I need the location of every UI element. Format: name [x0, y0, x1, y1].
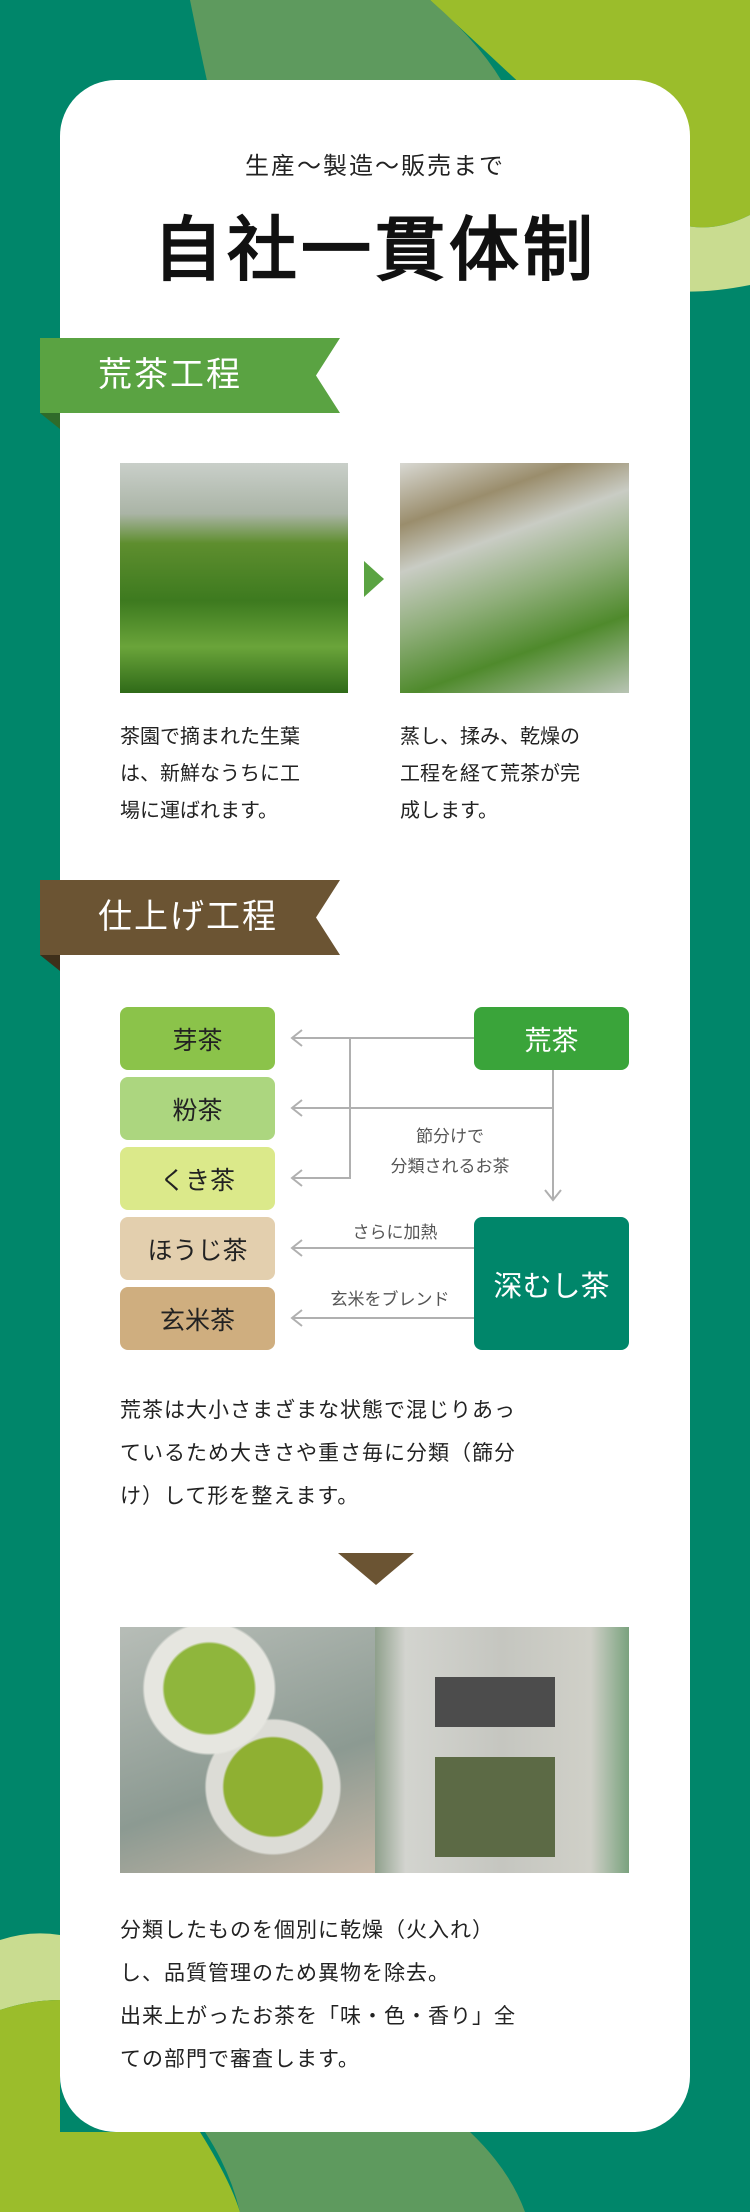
label-sorting-1: 節分けで — [416, 1127, 484, 1147]
product-hojicha: ほうじ茶 — [120, 1217, 275, 1280]
source-aracha: 荒茶 — [474, 1007, 629, 1070]
text-line: ての部門で審査します。 — [120, 2047, 360, 2071]
label-heat: さらに加熱 — [352, 1223, 438, 1243]
label-sorting-2: 分類されるお茶 — [390, 1157, 510, 1177]
label-sorting: 節分けで 分類されるお茶 — [360, 1122, 540, 1182]
label-blend: 玄米をブレンド — [330, 1290, 450, 1310]
text-line: 分類したものを個別に乾燥（火入れ） — [120, 1918, 494, 1942]
arrow-right-icon — [364, 561, 384, 597]
down-triangle-icon — [338, 1553, 414, 1585]
caption-line: 場に運ばれます。 — [120, 798, 278, 822]
caption-line: 蒸し、揉み、乾燥の — [400, 724, 580, 748]
text-line: 荒茶は大小さまざまな状態で混じりあっ — [120, 1398, 516, 1422]
caption-line: 成します。 — [400, 798, 498, 822]
photo-steaming-machine — [400, 463, 629, 693]
caption-line: 工程を経て荒茶が完 — [400, 761, 580, 785]
ribbon-finishing-process: 仕上げ工程 — [40, 880, 340, 955]
caption-line: 茶園で摘まれた生葉 — [120, 724, 300, 748]
photo-fresh-leaves — [120, 463, 348, 693]
caption-line: は、新鮮なうちに工 — [120, 761, 300, 785]
subtitle: 生産〜製造〜販売まで — [245, 152, 505, 180]
text-line: ているため大きさや重さ毎に分類（篩分 — [120, 1441, 516, 1465]
source-fukamushi: 深むし茶 — [474, 1217, 629, 1350]
photo-sorting-machine — [375, 1627, 629, 1873]
product-mecha: 芽茶 — [120, 1007, 275, 1070]
ribbon-aracha-process: 荒茶工程 — [40, 338, 340, 413]
photo-tea-tasting — [120, 1627, 375, 1873]
page-title: 自社一貫体制 — [153, 208, 597, 291]
text-line: 出来上がったお茶を「味・色・香り」全 — [120, 2004, 516, 2028]
text-line: け）して形を整えます。 — [120, 1484, 360, 1508]
caption-fresh-leaves: 茶園で摘まれた生葉 は、新鮮なうちに工 場に運ばれます。 — [120, 718, 360, 829]
product-konacha: 粉茶 — [120, 1077, 275, 1140]
product-kukicha: くき茶 — [120, 1147, 275, 1210]
product-genmaicha: 玄米茶 — [120, 1287, 275, 1350]
caption-aracha: 蒸し、揉み、乾燥の 工程を経て荒茶が完 成します。 — [400, 718, 640, 829]
sorting-description: 荒茶は大小さまざまな状態で混じりあっ ているため大きさや重さ毎に分類（篩分 け）… — [120, 1389, 640, 1518]
text-line: し、品質管理のため異物を除去。 — [120, 1961, 450, 1985]
final-description: 分類したものを個別に乾燥（火入れ） し、品質管理のため異物を除去。 出来上がった… — [120, 1909, 640, 2081]
